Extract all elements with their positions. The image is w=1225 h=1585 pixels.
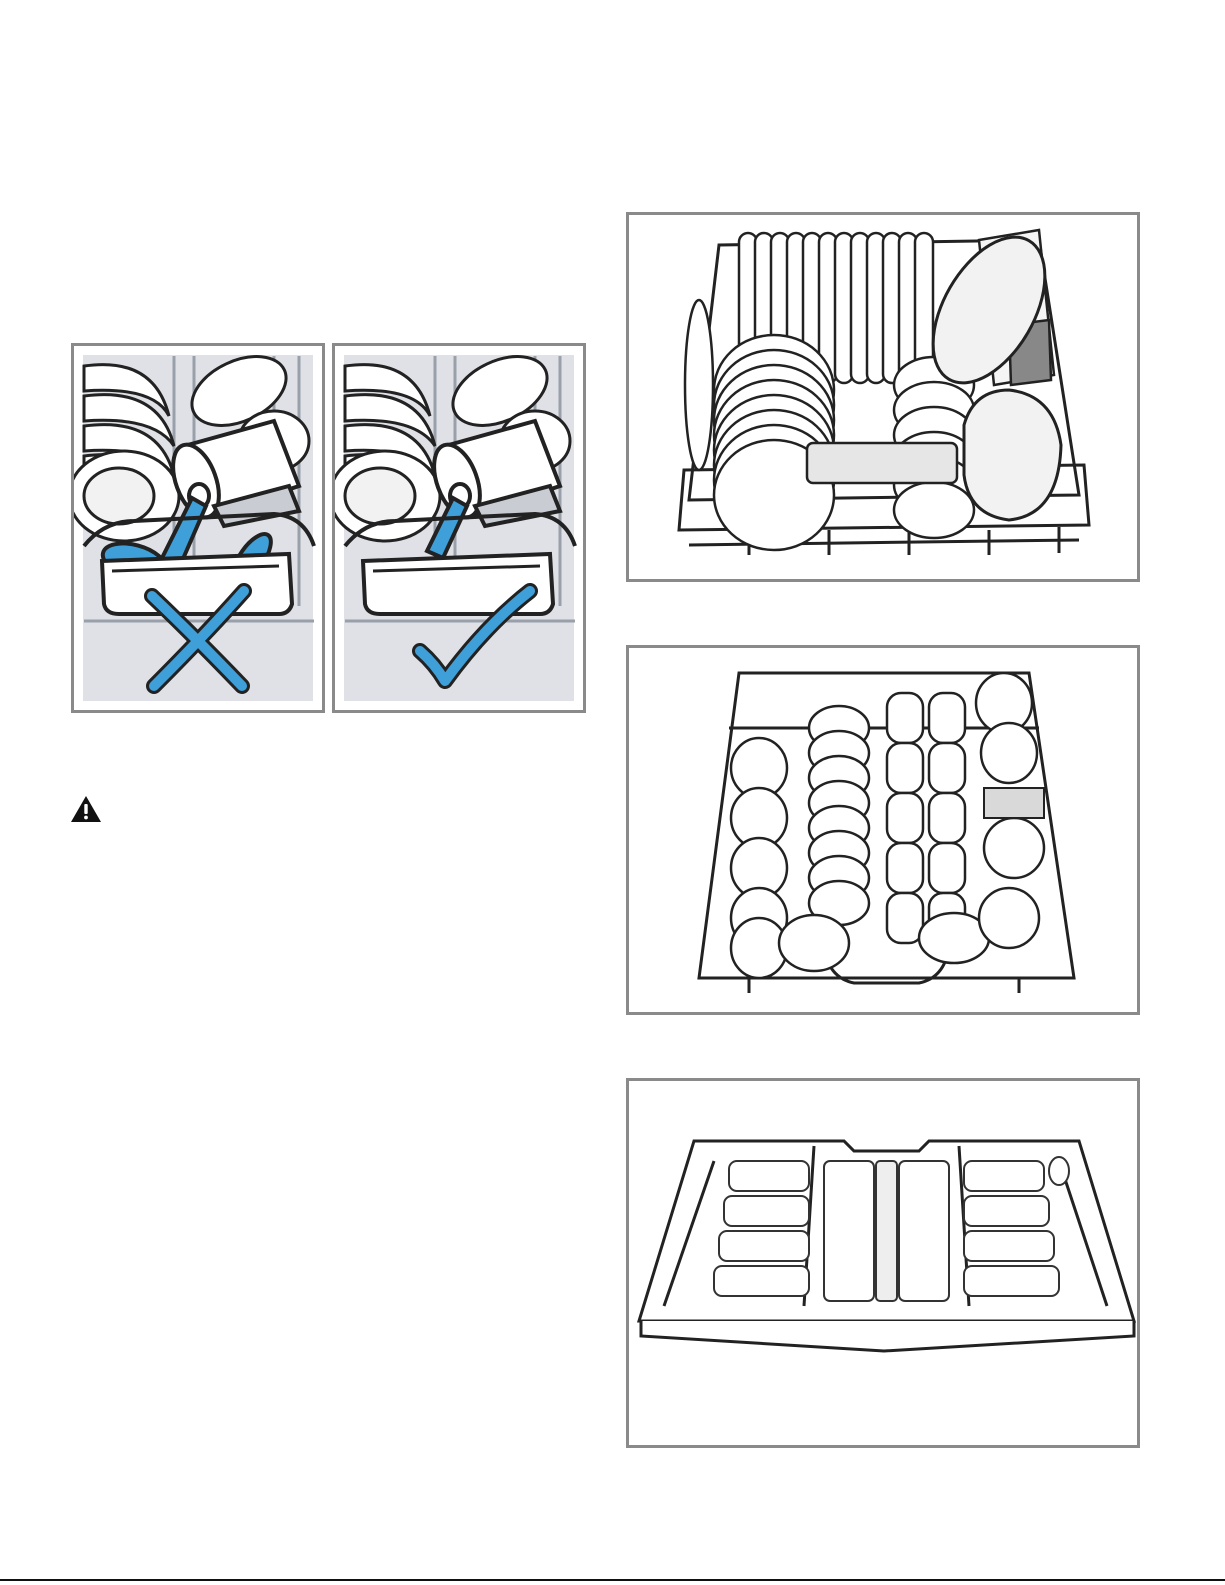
cutlery-center: [824, 1161, 949, 1301]
glasses: [887, 693, 989, 963]
lower-rack-illustration: [626, 212, 1140, 582]
cutlery-tray-illustration: [626, 1078, 1140, 1448]
cutlery-tray-drawing: [629, 1081, 1137, 1445]
spoon: [1049, 1157, 1069, 1185]
pan-correct-illustration: [332, 343, 586, 713]
utensil-holder: [984, 788, 1044, 818]
upper-rack-illustration: [626, 645, 1140, 1015]
page-bottom-rule: [0, 1579, 1225, 1581]
pan-incorrect-drawing: [74, 346, 322, 710]
lower-rack-drawing: [629, 215, 1137, 579]
pan-correct-drawing: [335, 346, 583, 710]
pan-incorrect-illustration: [71, 343, 325, 713]
upper-rack-drawing: [629, 648, 1137, 1012]
warning-icon: [70, 795, 102, 823]
baking-dish: [807, 443, 957, 483]
tray: [102, 554, 292, 614]
saucers: [779, 706, 869, 971]
